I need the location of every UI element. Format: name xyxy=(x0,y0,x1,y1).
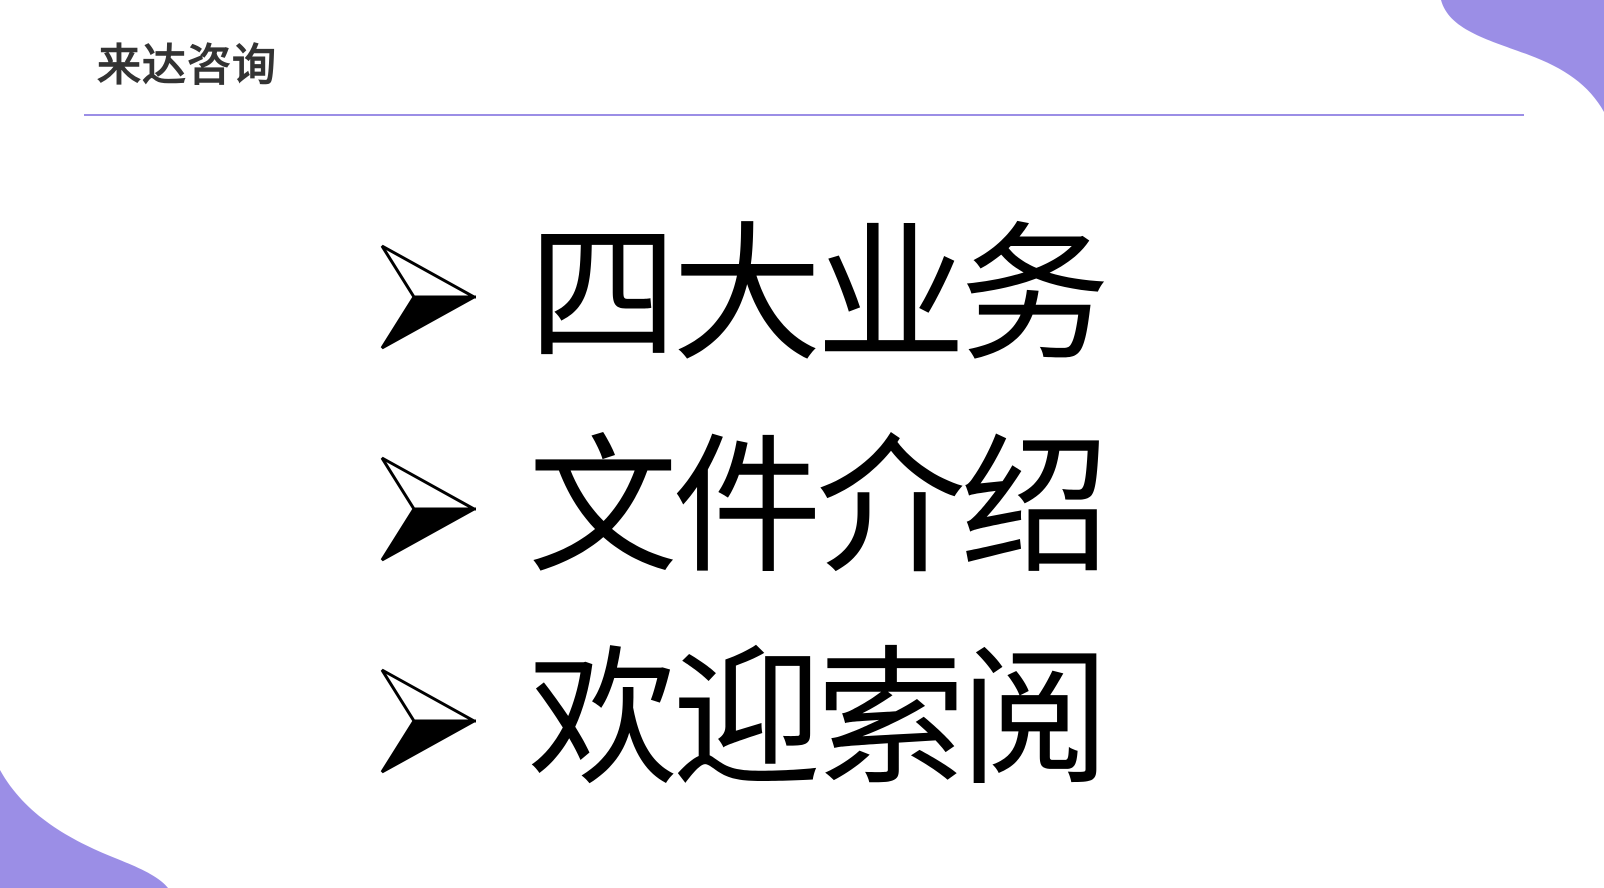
arrowhead-bullet-icon xyxy=(380,456,476,562)
list-item-welcome-request: 欢迎索阅 xyxy=(380,614,1110,826)
arrowhead-bullet-icon xyxy=(380,668,476,774)
bullet-text: 四大业务 xyxy=(528,209,1110,383)
bullet-text: 欢迎索阅 xyxy=(528,633,1110,807)
decorative-corner-blob-bottom-left xyxy=(0,770,168,888)
page-title: 来达咨询 xyxy=(97,40,277,91)
title-divider xyxy=(84,114,1524,116)
bullet-text: 文件介绍 xyxy=(528,421,1110,595)
arrowhead-bullet-icon xyxy=(380,244,476,350)
list-item-four-businesses: 四大业务 xyxy=(380,190,1110,402)
bullet-list: 四大业务 文件介绍 欢迎索阅 xyxy=(380,190,1110,826)
decorative-corner-blob-top-right xyxy=(1441,0,1604,112)
list-item-file-introduction: 文件介绍 xyxy=(380,402,1110,614)
